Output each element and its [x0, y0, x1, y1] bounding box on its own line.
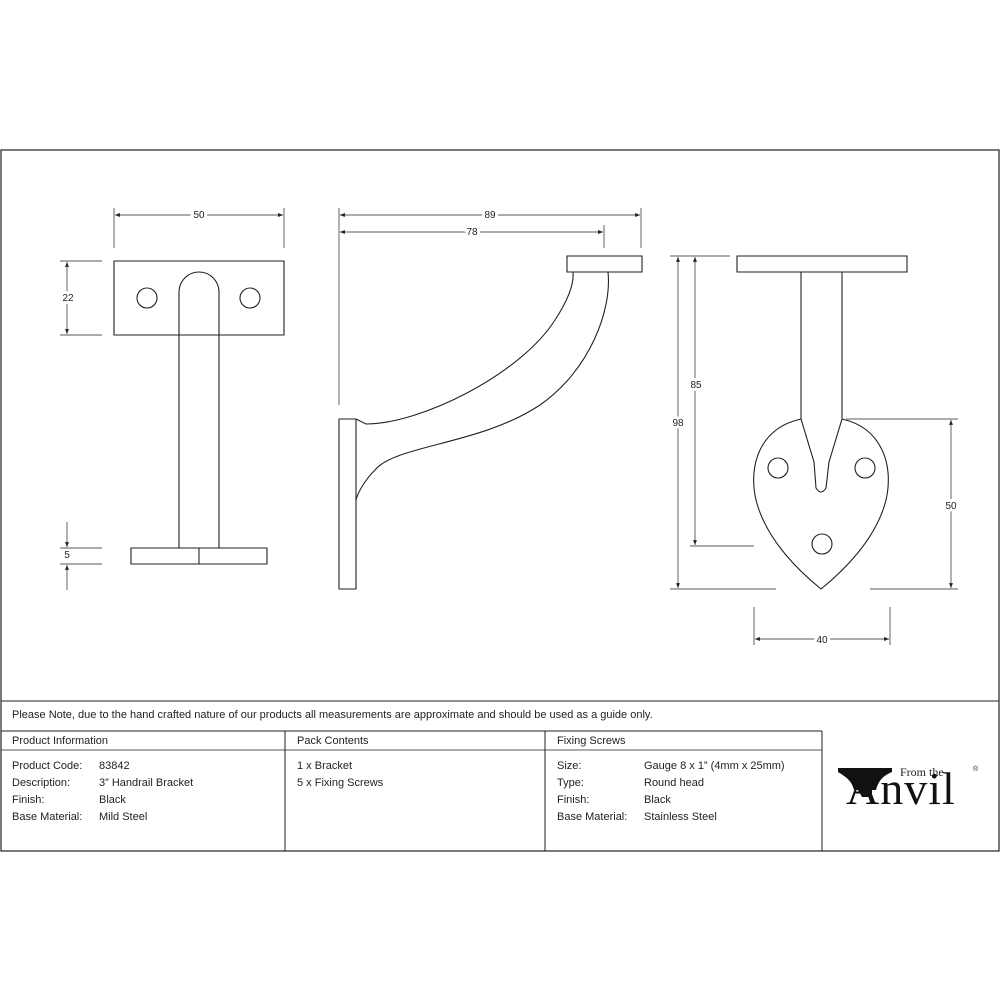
finish-label: Finish: — [12, 794, 45, 806]
rear-heart-plate — [753, 418, 889, 590]
label-front-width: 50 — [193, 210, 205, 221]
front-stem — [178, 271, 220, 548]
screw-type-value: Round head — [644, 777, 704, 789]
side-arm — [355, 271, 610, 501]
side-top-plate — [566, 255, 643, 273]
product-info-header: Product Information — [12, 735, 108, 747]
fixing-screws-panel: Size: Gauge 8 x 1” (4mm x 25mm) Type: Ro… — [557, 758, 817, 838]
rear-screw-hole-left — [767, 457, 789, 479]
label-rear-heart-height: 50 — [945, 501, 957, 512]
rear-top-plate — [736, 255, 908, 273]
logo-wordmark: Anvil — [846, 763, 956, 814]
screw-size-label: Size: — [557, 760, 582, 772]
front-dimensions — [60, 208, 285, 590]
rear-dimensions — [670, 255, 958, 645]
description-label: Description: — [12, 777, 71, 789]
rear-screw-hole-bottom — [811, 533, 833, 555]
label-side-projection: 78 — [466, 227, 478, 238]
product-code-label: Product Code: — [12, 760, 83, 772]
screw-type-label: Type: — [557, 777, 584, 789]
base-material-label: Base Material: — [12, 811, 83, 823]
product-info-panel: Product Code: 83842 Description: 3” Hand… — [12, 758, 282, 838]
label-side-total: 89 — [484, 210, 496, 221]
screw-finish-value: Black — [644, 794, 671, 806]
logo-registered-mark: ® — [973, 766, 979, 773]
pack-contents-header: Pack Contents — [297, 735, 369, 747]
label-rear-plate-height: 85 — [690, 380, 702, 391]
label-rear-heart-width: 40 — [816, 635, 828, 646]
product-code-value: 83842 — [99, 760, 130, 772]
front-screw-hole-right — [239, 287, 261, 309]
rear-stem — [800, 272, 843, 493]
logo-prefix: From the — [900, 765, 944, 779]
screw-material-value: Stainless Steel — [644, 811, 717, 823]
screw-material-label: Base Material: — [557, 811, 628, 823]
front-foot-plate — [130, 547, 268, 565]
pack-item: 1 x Bracket — [297, 760, 353, 772]
measurement-note: Please Note, due to the hand crafted nat… — [12, 709, 653, 721]
pack-contents-panel: 1 x Bracket 5 x Fixing Screws — [297, 758, 537, 798]
label-rear-total-height: 98 — [672, 418, 684, 429]
side-view — [338, 255, 643, 590]
rear-screw-hole-right — [854, 457, 876, 479]
side-wall-plate — [338, 418, 357, 590]
fixing-screws-header: Fixing Screws — [557, 735, 626, 747]
side-dimensions — [338, 208, 642, 405]
front-wall-plate — [113, 260, 285, 336]
front-view — [113, 260, 285, 565]
label-front-foot-height: 5 — [64, 550, 70, 561]
sheet-border — [0, 149, 1000, 852]
screw-size-value: Gauge 8 x 1” (4mm x 25mm) — [644, 760, 785, 772]
label-front-plate-height: 22 — [62, 293, 74, 304]
finish-value: Black — [99, 794, 126, 806]
base-material-value: Mild Steel — [99, 811, 148, 823]
screw-finish-label: Finish: — [557, 794, 590, 806]
front-screw-hole-left — [136, 287, 158, 309]
description-value: 3” Handrail Bracket — [99, 777, 194, 789]
pack-item: 5 x Fixing Screws — [297, 777, 384, 789]
anvil-icon — [838, 768, 892, 797]
rear-view — [736, 255, 908, 590]
